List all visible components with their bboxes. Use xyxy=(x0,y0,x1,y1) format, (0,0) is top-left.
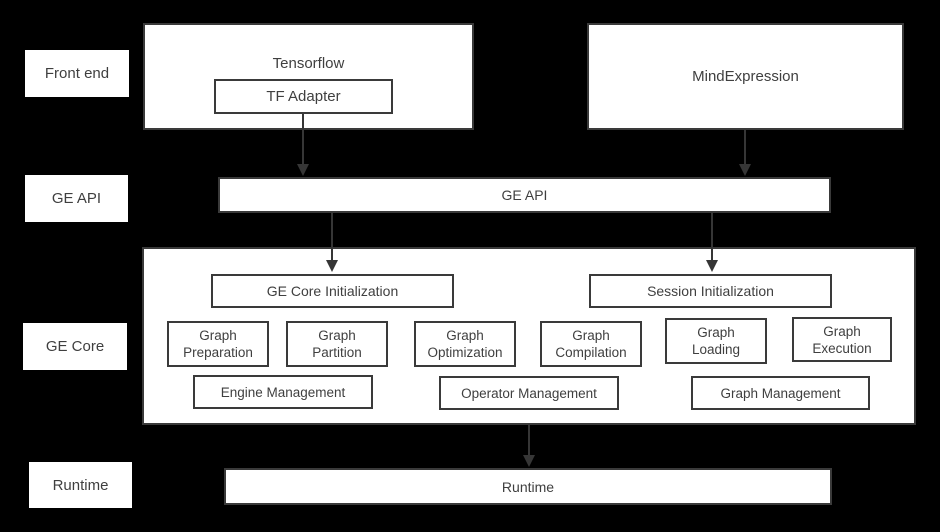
mindexpression-label: MindExpression xyxy=(692,68,799,85)
graph-loading-box: Graph Loading xyxy=(665,318,767,364)
row-label-front-end: Front end xyxy=(25,50,129,97)
graph-preparation-box: Graph Preparation xyxy=(167,321,269,367)
graph-compilation-label: Graph Compilation xyxy=(555,328,627,360)
graph-compilation-box: Graph Compilation xyxy=(540,321,642,367)
operator-management-label: Operator Management xyxy=(461,385,597,401)
ge-core-initialization-label: GE Core Initialization xyxy=(266,283,399,299)
graph-management-label: Graph Management xyxy=(720,385,841,401)
tf-adapter-box: TF Adapter xyxy=(214,79,393,114)
ge-api-label: GE API xyxy=(501,187,548,203)
tensorflow-label: Tensorflow xyxy=(272,55,345,72)
row-label-ge-api: GE API xyxy=(25,175,128,222)
ge-core-box: GE Core Initialization Session Initializ… xyxy=(142,247,916,425)
tensorflow-box: Tensorflow TF Adapter xyxy=(143,23,474,130)
mindexpression-box: MindExpression xyxy=(587,23,904,130)
arrow-ge-api-to-ge-core-initialization xyxy=(326,213,338,272)
runtime-label: Runtime xyxy=(501,478,555,495)
graph-optimization-box: Graph Optimization xyxy=(414,321,516,367)
engine-management-box: Engine Management xyxy=(193,375,373,409)
arrow-ge-core-to-runtime xyxy=(523,425,535,467)
graph-optimization-label: Graph Optimization xyxy=(427,328,503,360)
operator-management-box: Operator Management xyxy=(439,376,619,410)
row-label-runtime: Runtime xyxy=(29,462,132,508)
graph-partition-box: Graph Partition xyxy=(286,321,388,367)
session-initialization-box: Session Initialization xyxy=(589,274,832,308)
session-initialization-label: Session Initialization xyxy=(647,283,774,299)
arrow-mindexpression-to-ge-api xyxy=(739,130,751,176)
graph-execution-box: Graph Execution xyxy=(792,317,892,362)
engine-management-label: Engine Management xyxy=(220,384,346,400)
arrow-tf-adapter-to-ge-api xyxy=(297,114,309,176)
row-label-ge-core: GE Core xyxy=(23,323,127,370)
runtime-box: Runtime xyxy=(224,468,832,505)
graph-partition-label: Graph Partition xyxy=(312,328,362,360)
ge-api-box: GE API xyxy=(218,177,831,213)
graph-management-box: Graph Management xyxy=(691,376,870,410)
tf-adapter-label: TF Adapter xyxy=(266,88,341,105)
ge-core-initialization-box: GE Core Initialization xyxy=(211,274,454,308)
graph-preparation-label: Graph Preparation xyxy=(183,328,253,360)
graph-loading-label: Graph Loading xyxy=(691,325,741,357)
arrow-ge-api-to-session-initialization xyxy=(706,213,718,272)
graph-execution-label: Graph Execution xyxy=(812,323,872,356)
